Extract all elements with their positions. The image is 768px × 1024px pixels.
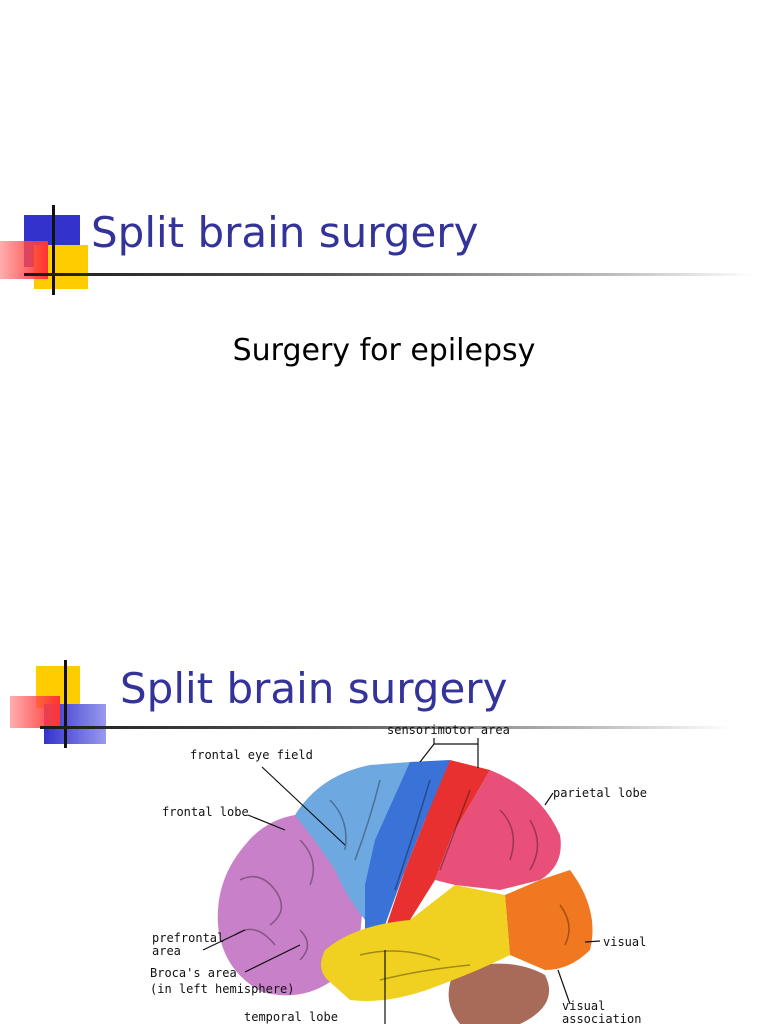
slide-2: Split brain surgery	[0, 640, 768, 1024]
label-frontal-eye-field: frontal eye field	[190, 748, 313, 762]
title-decoration	[0, 660, 110, 750]
label-broca: Broca's area	[150, 966, 237, 980]
deco-vertical-line	[64, 660, 67, 748]
title-underline	[40, 726, 730, 729]
label-sensorimotor: sensorimotor area	[387, 723, 510, 737]
deco-red-square	[0, 241, 48, 279]
somatosensory-region	[385, 760, 490, 930]
label-parietal-lobe: parietal lobe	[553, 786, 647, 800]
label-frontal-lobe: frontal lobe	[162, 805, 249, 819]
slide-1-subtitle: Surgery for epilepsy	[232, 333, 536, 368]
label-temporal-lobe: temporal lobe	[244, 1010, 338, 1024]
deco-red-square	[10, 696, 60, 728]
brain-diagram: sensorimotor area frontal eye field fron…	[150, 723, 647, 1024]
label-broca-note: (in left hemisphere)	[150, 982, 295, 996]
label-visual-assoc-2: association	[562, 1012, 641, 1024]
label-prefrontal: prefrontal	[152, 931, 224, 945]
slide-2-title: Split brain surgery	[120, 664, 508, 713]
temporal-lobe-region	[321, 885, 510, 1001]
title-decoration	[0, 205, 100, 295]
slide-1: Split brain surgery Surgery for epilepsy	[0, 205, 754, 368]
occipital-region	[505, 870, 593, 970]
frontal-eye-field-region	[295, 762, 410, 920]
deco-vertical-line	[52, 205, 55, 295]
cerebellum	[448, 963, 550, 1024]
slide-1-title: Split brain surgery	[91, 208, 479, 257]
label-visual: visual	[603, 935, 646, 949]
motor-cortex-region	[365, 760, 450, 935]
label-visual-assoc: visual	[562, 999, 605, 1013]
title-underline	[24, 273, 754, 276]
parietal-lobe-region	[435, 770, 561, 890]
label-prefrontal-area: area	[152, 944, 181, 958]
